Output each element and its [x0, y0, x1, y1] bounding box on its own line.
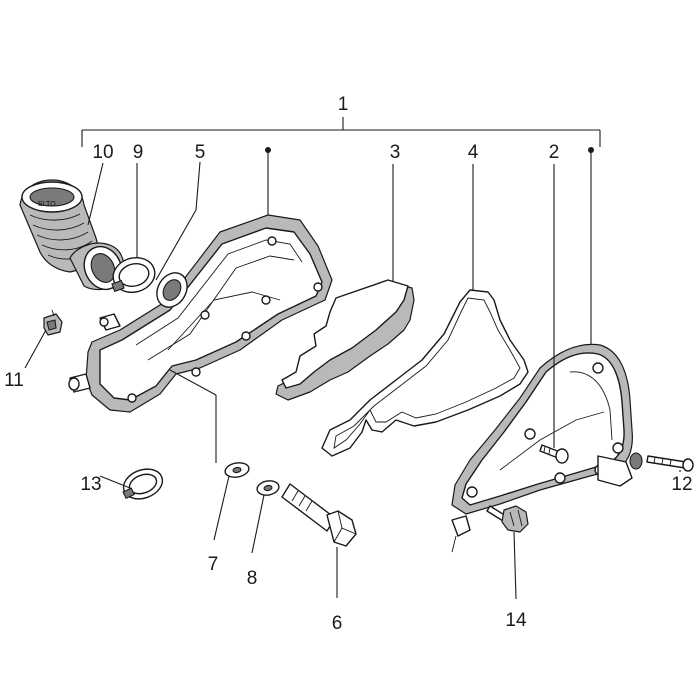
callout-12: 12 — [671, 474, 692, 495]
filter-element-part — [275, 279, 415, 401]
bolt-part — [281, 483, 357, 547]
sensor-clip-part — [43, 309, 63, 336]
seal-ring-part — [256, 480, 280, 496]
filter-housing-cover-part — [451, 343, 643, 553]
leader-lines — [24, 147, 681, 600]
callout-5: 5 — [195, 142, 206, 163]
knob-screw-part — [486, 505, 529, 533]
filter-housing-base-part — [68, 214, 333, 413]
intake-duct-part: ELTO — [19, 179, 125, 291]
callout-2: 2 — [549, 142, 560, 163]
callout-1: 1 — [338, 94, 349, 115]
callout-14: 14 — [505, 610, 527, 631]
callout-3: 3 — [390, 142, 401, 163]
callout-9: 9 — [133, 142, 144, 163]
callout-7: 7 — [208, 554, 219, 575]
screw-part — [539, 444, 569, 464]
callout-6: 6 — [332, 613, 343, 634]
callout-labels: 1 2 3 4 5 6 7 8 9 10 11 12 13 14 — [4, 94, 692, 634]
callout-4: 4 — [468, 142, 479, 163]
callout-11: 11 — [4, 370, 24, 391]
screw-part-12 — [646, 455, 694, 472]
callout-8: 8 — [247, 568, 258, 589]
gasket-part — [321, 289, 529, 457]
hose-clamp-part — [111, 257, 156, 293]
washer-part — [224, 462, 250, 478]
svg-text:ELTO: ELTO — [38, 201, 56, 208]
clamp-ring-part — [122, 468, 164, 500]
assembly-bracket — [81, 117, 601, 147]
callout-13: 13 — [80, 474, 101, 495]
callout-10: 10 — [92, 142, 113, 163]
